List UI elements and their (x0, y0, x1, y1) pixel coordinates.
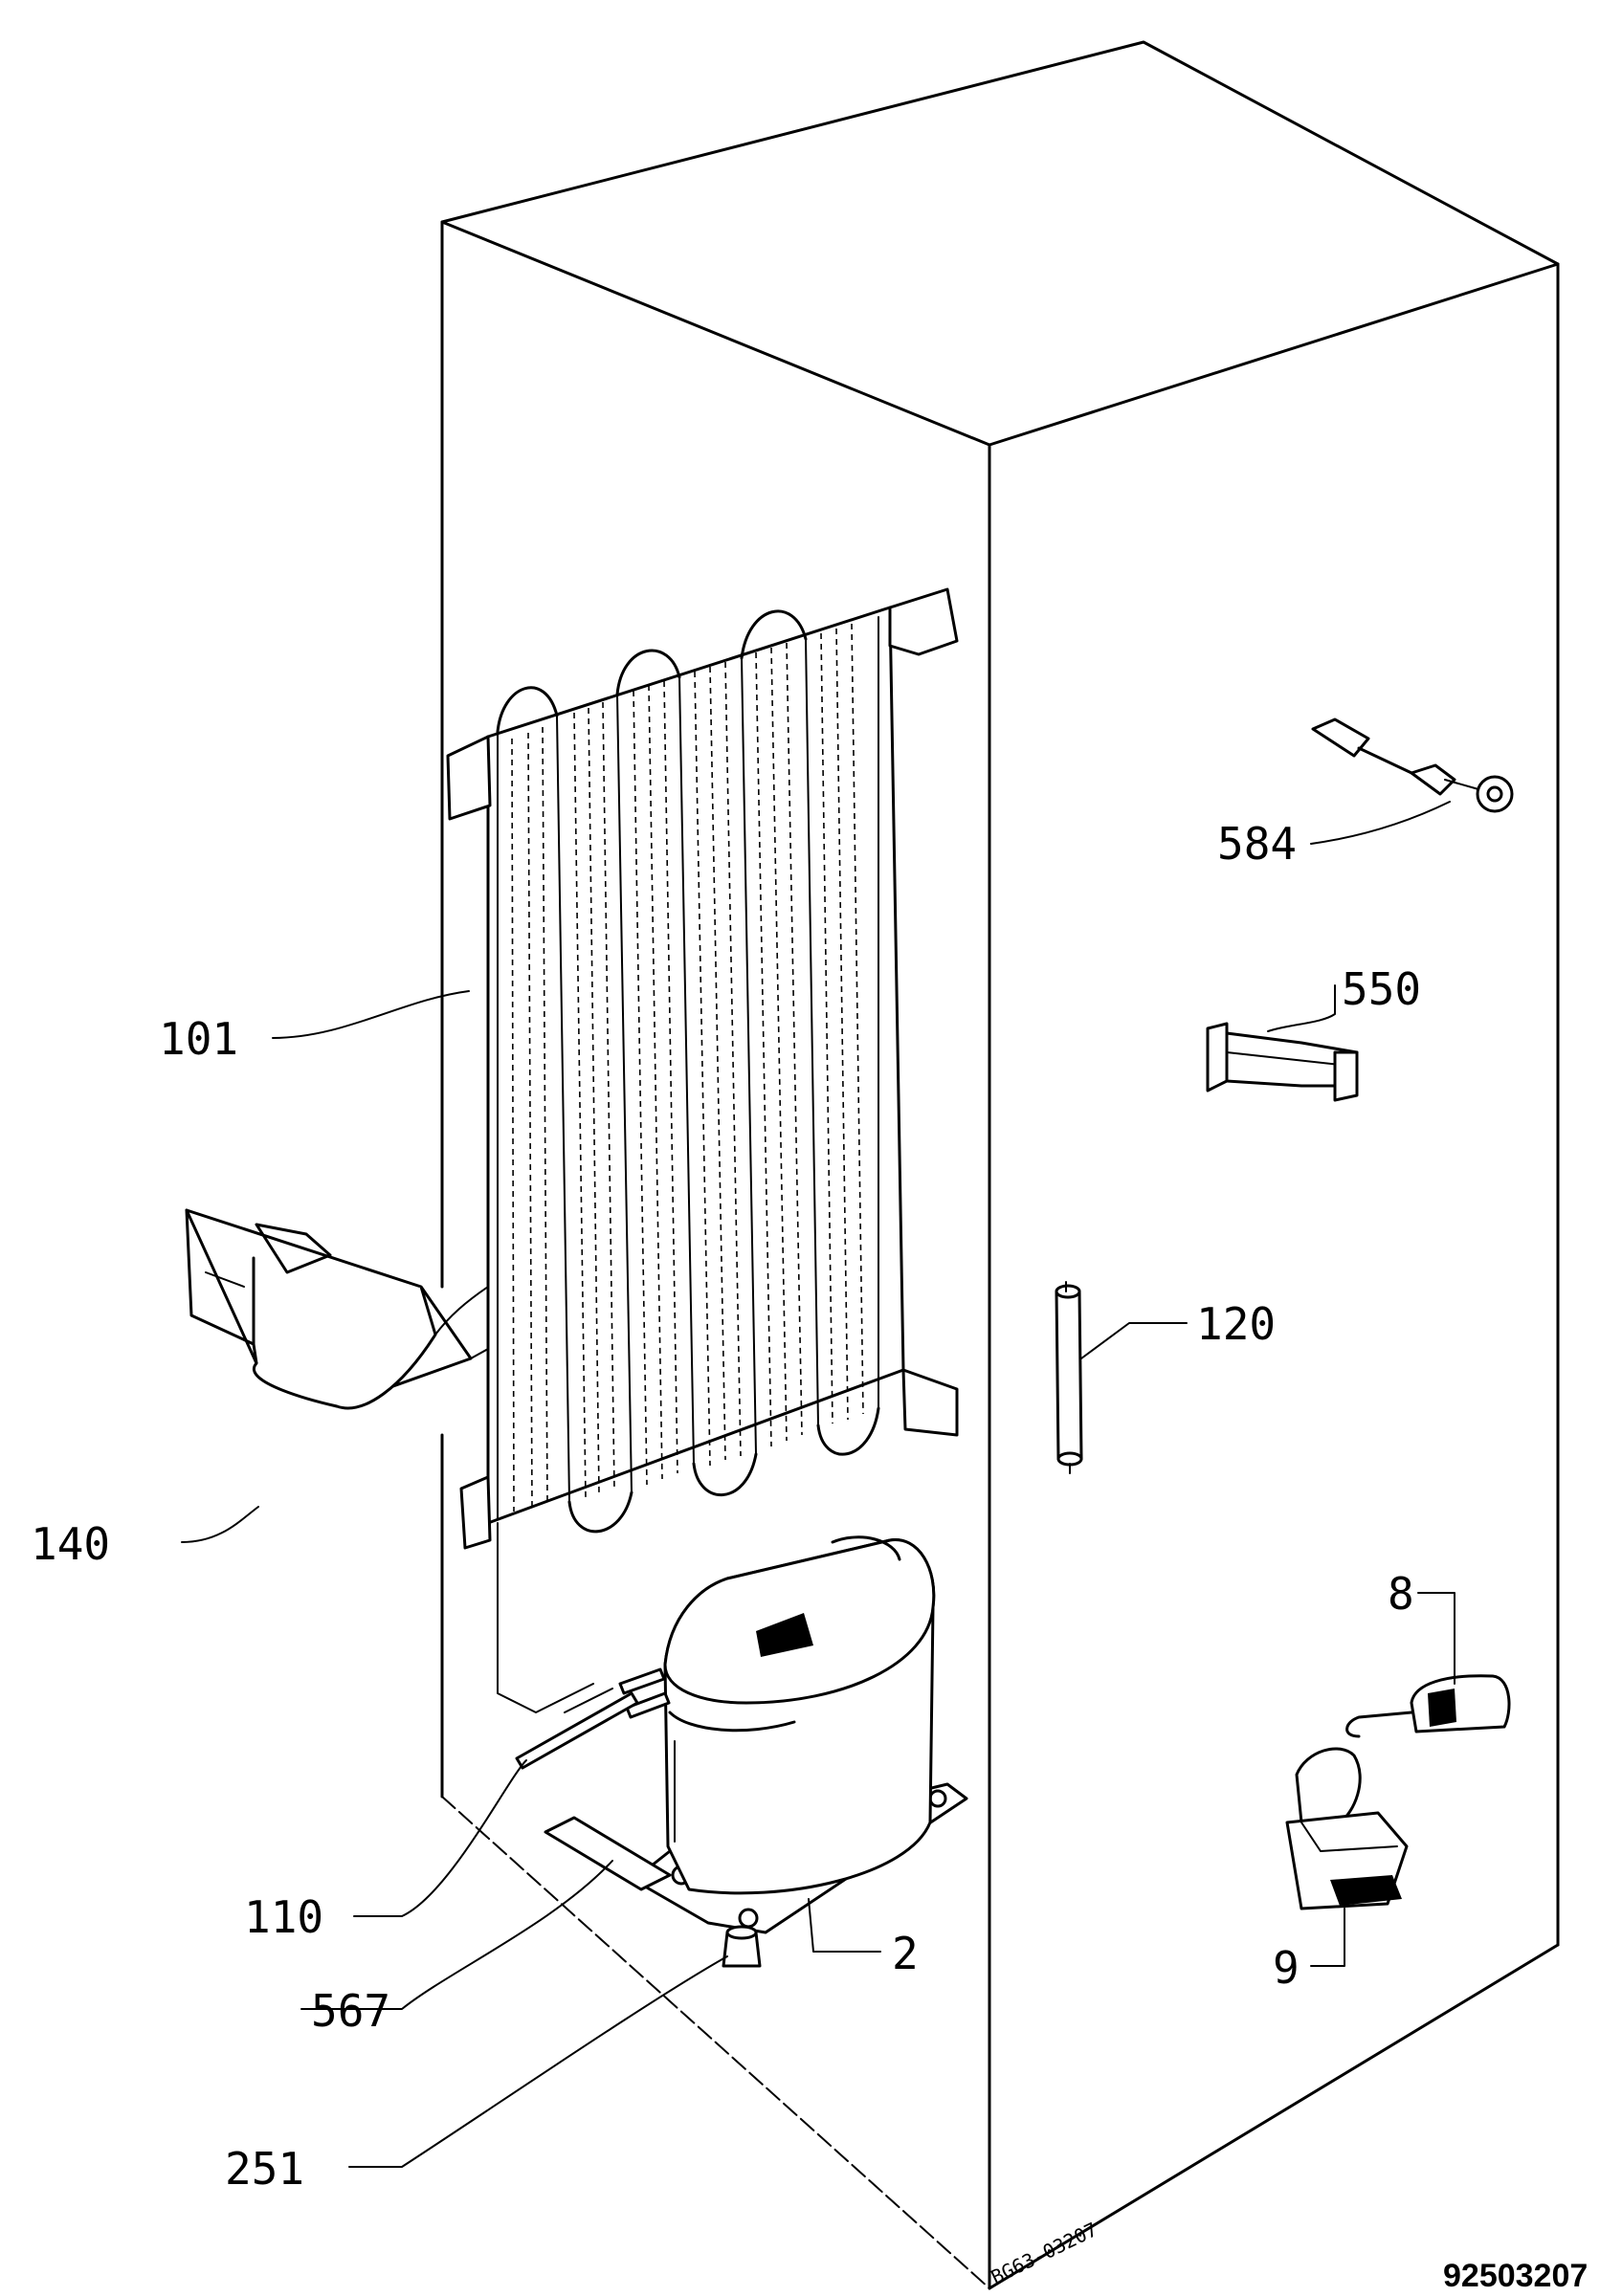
callout-labels: 584 550 101 120 8 140 9 110 2 567 251 (31, 818, 1421, 2195)
callout-584: 584 (1217, 818, 1297, 870)
earth-lead (1311, 718, 1514, 813)
drain-tray (185, 1208, 489, 1410)
hinge-bracket (1206, 1022, 1359, 1102)
compressor (618, 1535, 968, 1934)
callout-101: 101 (159, 1013, 238, 1065)
callout-140: 140 (31, 1518, 110, 1570)
callout-110: 110 (244, 1891, 323, 1943)
condenser-coil (446, 587, 959, 1713)
callout-9: 9 (1273, 1942, 1300, 1994)
drawing-stamp: BG63-03207 (988, 2218, 1101, 2288)
mounting-strip (544, 1816, 672, 1891)
callout-567: 567 (311, 1985, 390, 2037)
callout-120: 120 (1196, 1298, 1276, 1350)
filter-drier (515, 1688, 639, 1770)
leader-lines (181, 801, 1455, 2168)
relay-cover (1285, 1747, 1409, 1910)
document-number: 92503207 (1443, 2258, 1588, 2294)
foot-plug (722, 1925, 762, 1968)
callout-550: 550 (1342, 963, 1421, 1015)
refrigerator-cabinet (440, 40, 1560, 2290)
callout-2: 2 (892, 1928, 919, 1979)
callout-8: 8 (1388, 1568, 1414, 1620)
starter-relay (1345, 1674, 1511, 1738)
heater-tube (1055, 1281, 1083, 1474)
callout-251: 251 (225, 2143, 304, 2195)
